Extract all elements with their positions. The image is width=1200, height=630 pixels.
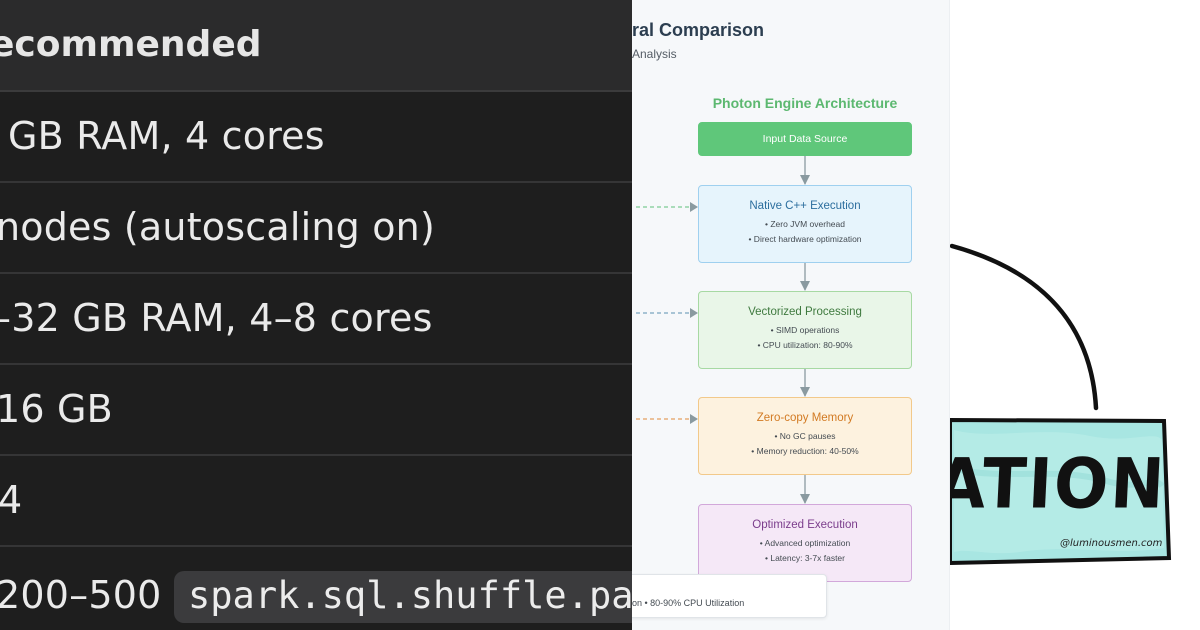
artist-signature: @luminousmen.com	[1060, 538, 1163, 549]
table-header-row: ecommended	[0, 0, 632, 92]
table-row: nodes (autoscaling on)	[0, 183, 632, 274]
summary-footer-box	[632, 574, 827, 618]
node-title: Input Data Source	[762, 133, 848, 145]
node-bullet: • CPU utilization: 80-90%	[757, 340, 853, 350]
node-vectorized-processing: Vectorized Processing • SIMD operations …	[698, 291, 912, 369]
panel-subtitle: Analysis	[632, 47, 677, 61]
node-title: Native C++ Execution	[749, 200, 861, 212]
diagram-title: Photon Engine Architecture	[712, 95, 898, 111]
spark-config-table: ecommended GB RAM, 4 cores nodes (autosc…	[0, 0, 632, 630]
summary-footer-text: on • 80-90% CPU Utilization	[632, 598, 745, 608]
panel-title: ral Comparison	[632, 20, 765, 40]
code-chip	[174, 571, 632, 623]
node-bullet: • Memory reduction: 40-50%	[751, 446, 859, 456]
node-title: Zero-copy Memory	[756, 412, 854, 424]
node-input-data-source: Input Data Source	[698, 122, 912, 156]
table-row: 4	[0, 456, 632, 547]
node-bullet: • SIMD operations	[770, 325, 840, 335]
node-optimized-execution: Optimized Execution • Advanced optimizat…	[698, 504, 912, 582]
table-cell-value: –32 GB RAM, 4–8 cores	[0, 296, 433, 340]
node-bullet: • Direct hardware optimization	[748, 234, 862, 244]
sign-text: ATION	[950, 445, 1168, 525]
node-title: Optimized Execution	[752, 519, 858, 531]
node-native-execution: Native C++ Execution • Zero JVM overhead…	[698, 185, 912, 263]
table-header-recommended: ecommended	[0, 24, 262, 65]
table-row: GB RAM, 4 cores	[0, 92, 632, 183]
table-cell-value: 200–500 (	[0, 573, 189, 617]
node-bullet: • No GC pauses	[774, 431, 836, 441]
table-cell-value: 16 GB	[0, 387, 113, 431]
node-bullet: • Zero JVM overhead	[765, 219, 845, 229]
table-cell-value: GB RAM, 4 cores	[8, 114, 325, 158]
table-cell-value: nodes (autoscaling on)	[0, 205, 435, 249]
table-cell-value: 4	[0, 478, 23, 522]
hand-drawn-illustration: ATION @luminousmen.com	[950, 0, 1200, 630]
hanging-string	[950, 243, 1099, 411]
node-title: Vectorized Processing	[748, 306, 862, 318]
table-row: 200–500 (	[0, 547, 632, 630]
code-shuffle-partitions: spark.sql.shuffle.part	[188, 574, 632, 617]
node-bullet: • Advanced optimization	[759, 538, 851, 548]
node-bullet: • Latency: 3-7x faster	[765, 553, 845, 563]
node-zero-copy-memory: Zero-copy Memory • No GC pauses • Memory…	[698, 397, 912, 475]
hanging-sign-drawing	[950, 243, 1172, 566]
table-row: 16 GB	[0, 365, 632, 456]
diagram-connectors	[636, 156, 810, 504]
architecture-diagram-panel: ral Comparison Analysis Photon Engine Ar…	[632, 0, 950, 630]
table-row: –32 GB RAM, 4–8 cores	[0, 274, 632, 365]
